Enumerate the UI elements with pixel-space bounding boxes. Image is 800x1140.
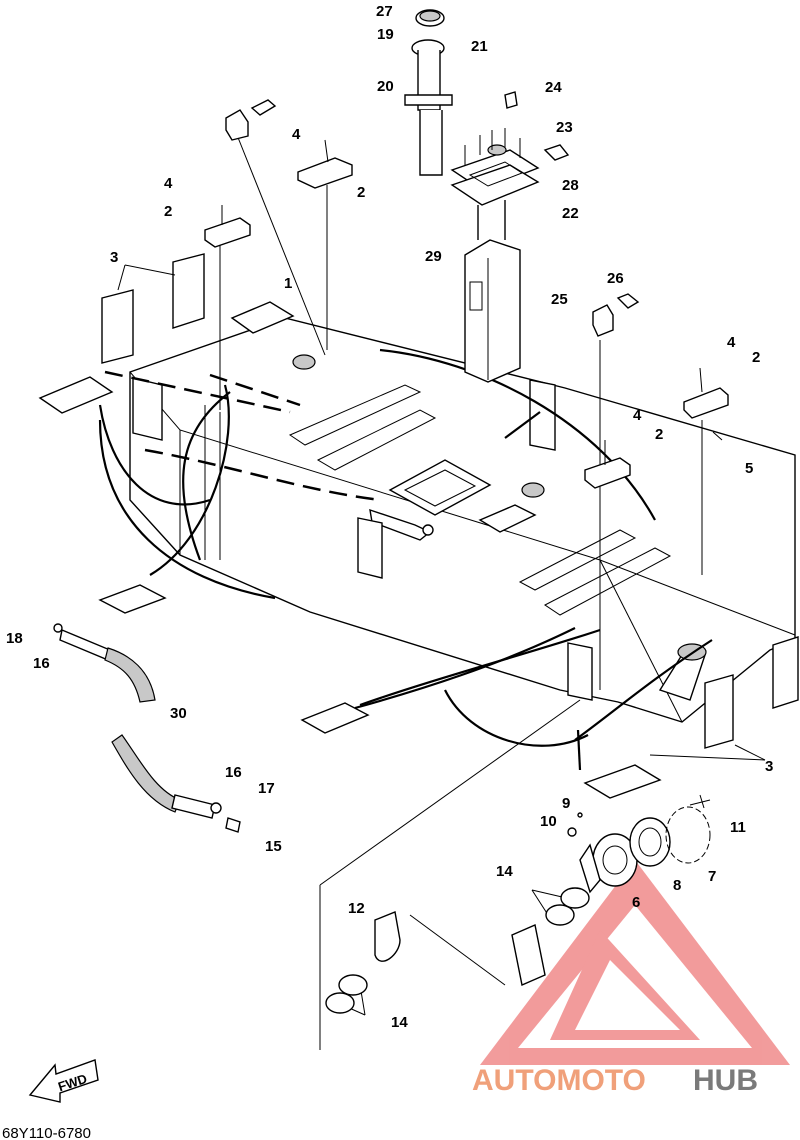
- callout-8: 8: [673, 877, 681, 894]
- callout-21: 21: [471, 38, 488, 55]
- callout-4a: 4: [292, 126, 301, 143]
- callout-22: 22: [562, 205, 579, 222]
- callout-10: 10: [540, 813, 557, 830]
- watermark-brand-part2: HUB: [693, 1064, 758, 1097]
- callout-6: 6: [632, 894, 640, 911]
- callout-3b: 3: [765, 758, 773, 775]
- callout-29: 29: [425, 248, 442, 265]
- callout-12: 12: [348, 900, 365, 917]
- pads: [38, 253, 799, 799]
- watermark-logo: [480, 860, 790, 1065]
- fwd-arrow: FWD: [28, 1059, 99, 1103]
- callout-7: 7: [708, 868, 716, 885]
- callout-16a: 16: [33, 655, 50, 672]
- callout-5: 5: [745, 460, 753, 477]
- callout-26: 26: [607, 270, 624, 287]
- callout-3a: 3: [110, 249, 118, 266]
- callout-2b: 2: [164, 203, 172, 220]
- callout-20: 20: [377, 78, 394, 95]
- leader-lines: [117, 134, 766, 1050]
- callout-14b: 14: [391, 1014, 408, 1031]
- drawing-code: 68Y110-6780: [2, 1125, 91, 1140]
- callout-1: 1: [284, 275, 292, 292]
- fuel-tank: [129, 317, 796, 723]
- callout-23: 23: [556, 119, 573, 136]
- callout-15: 15: [265, 838, 282, 855]
- callout-4b: 4: [164, 175, 173, 192]
- callout-25: 25: [551, 291, 568, 308]
- callout-4c: 4: [727, 334, 736, 351]
- callout-14a: 14: [496, 863, 513, 880]
- watermark-text: AUTOMOTO HUB: [472, 1064, 758, 1097]
- callout-11: 11: [730, 819, 746, 836]
- callout-2a: 2: [357, 184, 365, 201]
- filler-parts: [325, 794, 711, 1014]
- callout-24: 24: [545, 79, 562, 96]
- callout-2c: 2: [752, 349, 760, 366]
- callout-18: 18: [6, 630, 23, 647]
- callout-2d: 2: [655, 426, 663, 443]
- callout-19: 19: [377, 26, 394, 43]
- callouts: 27 19 21 20 24 23 4 4 28 2 2 22 29 3 1 2…: [6, 3, 773, 1031]
- callout-30: 30: [170, 705, 187, 722]
- callout-16b: 16: [225, 764, 242, 781]
- callout-27: 27: [376, 3, 393, 20]
- watermark-brand-part1: AUTOMOTO: [472, 1064, 646, 1097]
- callout-28: 28: [562, 177, 579, 194]
- brackets: [204, 139, 729, 489]
- callout-9: 9: [562, 795, 570, 812]
- location-arrows: [98, 348, 713, 771]
- callout-4d: 4: [633, 407, 642, 424]
- callout-17: 17: [258, 780, 275, 797]
- sending-unit: [225, 9, 640, 383]
- fuel-hose: [53, 623, 241, 833]
